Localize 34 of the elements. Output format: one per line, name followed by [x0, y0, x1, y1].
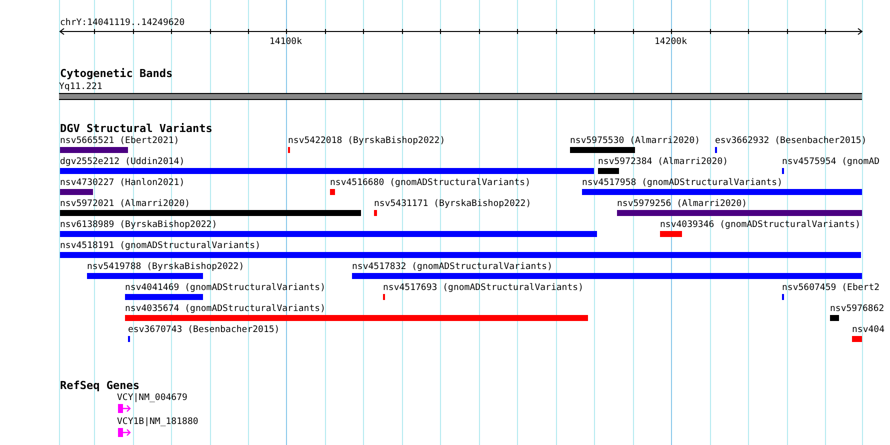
variant-label: nsv4575954 (gnomAD: [782, 156, 880, 168]
scale-tick-label: 14200k: [654, 36, 688, 48]
variant-label: nsv5419788 (ByrskaBishop2022): [87, 261, 244, 273]
gene-label: VCY|NM_004679: [117, 392, 188, 404]
variant-label: nsv4035674 (gnomADStructuralVariants): [125, 303, 326, 315]
variant-label: nsv5979256 (Almarri2020): [617, 198, 748, 210]
variant-label: esv3670743 (Besenbacher2015): [128, 324, 280, 336]
variant-label: nsv4517693 (gnomADStructuralVariants): [383, 282, 584, 294]
variant-label: nsv4041469 (gnomADStructuralVariants): [125, 282, 326, 294]
coordinate-range-label: chrY:14041119..14249620: [60, 17, 185, 29]
scale-tick-label: 14100k: [270, 36, 302, 48]
variant-label: nsv4518191 (gnomADStructuralVariants): [60, 240, 262, 252]
variant-label: esv3662932 (Besenbacher2015): [715, 135, 867, 147]
variant-label: nsv5422018 (ByrskaBishop2022): [288, 135, 446, 147]
band-label: Yq11.221: [59, 81, 104, 93]
variant-label: nsv5665521 (Ebert2021): [60, 135, 180, 147]
variant-label: dgv2552e212 (Uddin2014): [60, 156, 186, 168]
variant-label: nsv5431171 (ByrskaBishop2022): [374, 198, 532, 210]
variant-label: nsv404: [852, 324, 885, 336]
variant-label: nsv5972021 (Almarri2020): [60, 198, 192, 210]
variant-label: nsv4039346 (gnomADStructuralVariants): [660, 219, 860, 231]
track-title: RefSeq Genes: [60, 379, 140, 392]
variant-label: nsv5975530 (Almarri2020): [570, 135, 700, 147]
track-title: Cytogenetic Bands: [60, 67, 173, 80]
variant-label: nsv5976862: [830, 303, 884, 315]
variant-label: nsv5607459 (Ebert2: [782, 282, 880, 294]
variant-label: nsv4516680 (gnomADStructuralVariants): [330, 177, 530, 189]
variant-label: nsv4730227 (Hanlon2021): [60, 177, 185, 189]
gene-label: VCY1B|NM_181880: [117, 416, 198, 428]
variant-label: nsv4517832 (gnomADStructuralVariants): [352, 261, 554, 273]
variant-label: nsv5972384 (Almarri2020): [598, 156, 728, 168]
variant-label: nsv4517958 (gnomADStructuralVariants): [582, 177, 784, 189]
track-title: DGV Structural Variants: [60, 122, 212, 135]
variant-label: nsv6138989 (ByrskaBishop2022): [60, 219, 218, 231]
